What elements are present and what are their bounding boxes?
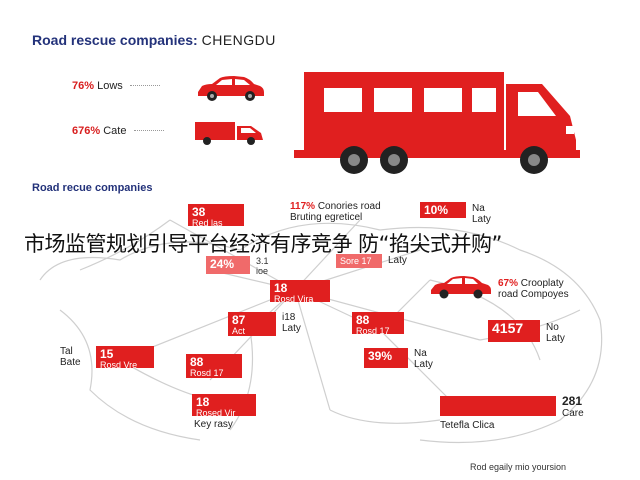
map-label-6-pct: 67%	[498, 278, 519, 289]
map-label-13-side: Na Laty	[414, 348, 433, 370]
map-label-4-line1: 3.1	[256, 256, 269, 266]
map-label-14-text: Rosed Vir	[196, 408, 236, 416]
stat-row-2: 676% Cate	[72, 125, 168, 137]
map-label-1-value: 38	[192, 205, 206, 219]
stat-1-label: Lows	[97, 80, 123, 92]
map-label-8-side1: i18	[282, 312, 296, 323]
map-label-5: Sore 17	[336, 254, 382, 268]
map-label-2-line1: Conories road	[317, 201, 381, 212]
map-label-10-line1: No	[546, 322, 559, 333]
map-label-10-line2: Laty	[546, 333, 565, 344]
map-label-15	[440, 396, 556, 416]
map-label-1: 38 Red las	[188, 204, 244, 226]
small-truck-icon	[195, 122, 263, 145]
map-label-10: 4157	[488, 320, 540, 342]
footer-text: Rod egaily mio yoursion	[470, 462, 567, 472]
map-label-15-value: 281	[562, 394, 583, 408]
map-label-15-side: 281 Care	[562, 394, 584, 419]
title-text: Road rescue companies:	[32, 32, 198, 48]
map-label-13-line2: Laty	[414, 359, 433, 370]
map-label-9: 88 Rosd 17	[352, 312, 404, 334]
map-label-3-line2: Laty	[472, 214, 491, 225]
map-label-14: 18 Rosed Vir	[192, 394, 256, 416]
map-label-4-line2: ioe	[256, 266, 269, 276]
map-label-7-text: Rosd Vira	[274, 294, 314, 302]
map-label-13: 39%	[364, 348, 408, 368]
map-label-8-side2: Laty	[282, 323, 301, 334]
overlay-headline: 市场监管规划引导平台经济有序竞争 防“掐尖式并购”	[24, 232, 502, 256]
map-label-4-side: 3.1 ioe	[256, 256, 269, 276]
stat-1-leader	[129, 85, 160, 86]
section-subtitle: Road recue companies	[32, 182, 153, 194]
map-label-11-side2: Bate	[60, 357, 81, 368]
map-label-9-text: Rosd 17	[356, 326, 390, 334]
map-label-6-line2: road Compoyes	[498, 289, 569, 300]
map-label-1-text: Red las	[192, 218, 223, 226]
map-label-14-below: Key rasy	[194, 419, 233, 430]
map-label-8-text: Act	[232, 326, 246, 336]
map-label-15-below: Tetefla Clica	[440, 420, 495, 431]
map-label-11-side1: Tal	[60, 346, 73, 357]
map-label-13-value: 39%	[368, 349, 393, 363]
map-label-3-value: 10%	[424, 203, 449, 217]
map-label-14-value: 18	[196, 395, 210, 409]
car-icon	[431, 276, 491, 299]
map-label-12-value: 88	[190, 355, 204, 369]
map-label-5-text: Sore 17	[340, 256, 372, 266]
map-label-11-side: Tal Bate	[60, 346, 81, 368]
map-label-13-line1: Na	[414, 348, 427, 359]
map-label-5-side: Laty	[388, 255, 407, 266]
map-label-11-value: 15	[100, 347, 114, 361]
stat-2-label: Cate	[103, 125, 127, 137]
map-label-3: 10%	[420, 202, 466, 218]
map-label-6-line1: Crooplaty	[520, 278, 564, 289]
map-label-11-text: Rosd Vre	[100, 360, 138, 368]
stat-2-leader	[133, 130, 164, 131]
map-label-2-pct: 117%	[290, 201, 316, 212]
map-label-9-value: 88	[356, 313, 370, 327]
map-label-11: 15 Rosd Vre	[96, 346, 154, 368]
map-label-8-side: i18 Laty	[282, 312, 301, 334]
map-label-2: 117% Conories road Bruting egreticel	[290, 201, 381, 223]
map-label-12-text: Rosd 17	[190, 368, 224, 378]
map-label-2-line2: Bruting egreticel	[290, 212, 363, 223]
stat-1-pct: 76%	[72, 80, 95, 92]
map-label-8: 87 Act	[228, 312, 276, 336]
map-label-7: 18 Rosd Vira	[270, 280, 330, 302]
map-label-3-side: Na Laty	[472, 203, 491, 225]
map-label-4-value: 24%	[210, 257, 235, 271]
map-label-4: 24%	[206, 256, 250, 274]
map-label-3-line1: Na	[472, 203, 485, 214]
map-label-8-value: 87	[232, 313, 246, 327]
map-label-6: 67% Crooplaty road Compoyes	[498, 278, 569, 300]
big-truck-icon	[294, 72, 580, 174]
map-label-12: 88 Rosd 17	[186, 354, 242, 378]
map-label-15-text: Care	[562, 408, 584, 419]
map-label-10-side: No Laty	[546, 322, 565, 344]
stat-2-pct: 676%	[72, 125, 101, 137]
stat-row-1: 76% Lows	[72, 80, 164, 92]
title-city: CHENGDU	[201, 32, 276, 48]
map-label-7-value: 18	[274, 281, 288, 295]
page-title: Road rescue companies: CHENGDU	[32, 32, 276, 48]
map-label-10-value: 4157	[492, 320, 524, 336]
car-icon	[198, 76, 264, 101]
